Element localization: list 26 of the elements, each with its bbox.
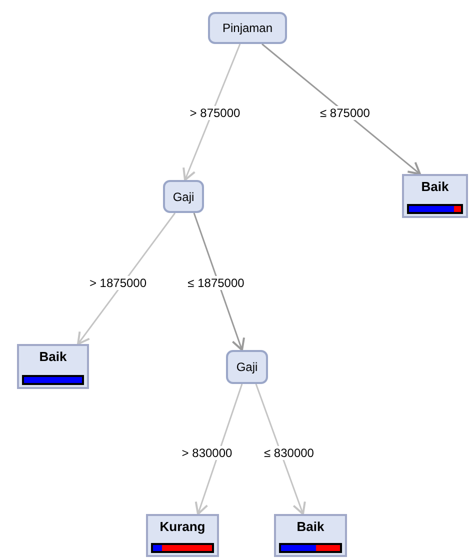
node-label: Pinjaman xyxy=(222,21,273,35)
decision-box xyxy=(208,12,287,44)
arrow xyxy=(255,384,306,515)
leaf-box xyxy=(146,514,219,557)
edge-label: ≤ 830000 xyxy=(263,446,315,460)
node-label: Gaji xyxy=(236,360,258,374)
decision-box xyxy=(226,350,268,384)
leaf-box xyxy=(17,344,89,389)
arrow xyxy=(193,212,246,351)
node-label: Baik xyxy=(39,349,67,365)
arrow xyxy=(77,212,176,345)
edge-label: > 830000 xyxy=(180,446,234,460)
arrow xyxy=(182,44,241,181)
node-label: Kurang xyxy=(160,519,206,535)
edge-label: ≤ 1875000 xyxy=(186,276,246,290)
edge-label: > 1875000 xyxy=(88,276,148,290)
node-label: Gaji xyxy=(172,190,194,204)
leaf-box xyxy=(274,514,347,557)
decision-box xyxy=(163,180,204,213)
leaf-box xyxy=(402,174,468,218)
node-label: Baik xyxy=(296,519,324,535)
edge-label: > 875000 xyxy=(188,106,242,120)
edge-label: ≤ 875000 xyxy=(319,106,371,120)
arrow xyxy=(194,384,243,515)
node-label: Baik xyxy=(421,179,449,195)
arrow xyxy=(262,43,421,175)
